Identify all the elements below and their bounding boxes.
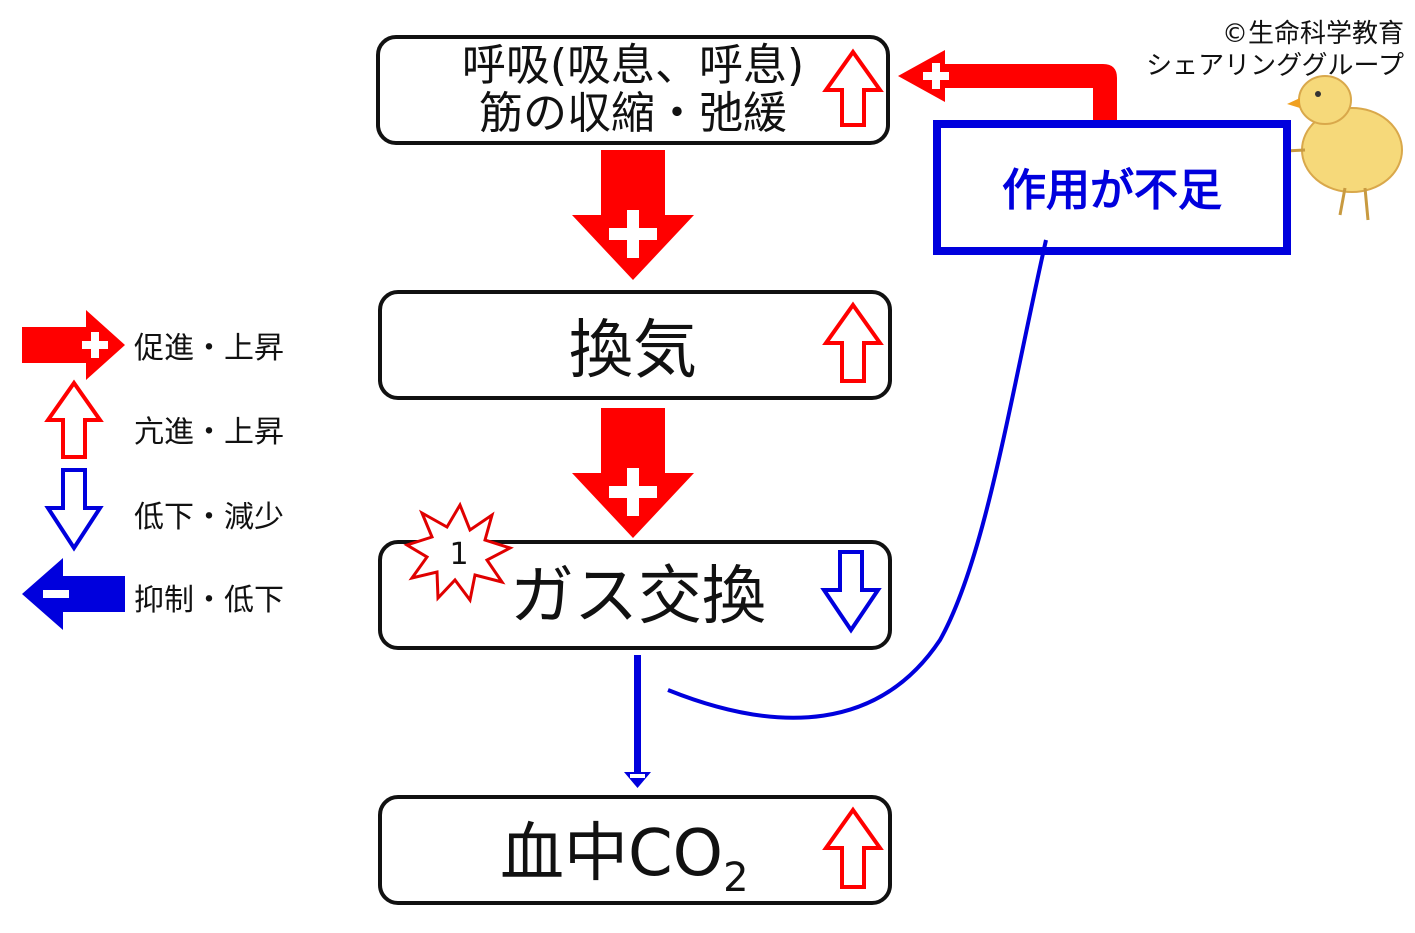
ventilation-label: 換気 xyxy=(569,314,697,388)
inhibition-link-curve xyxy=(667,239,1048,720)
inhibit-arrow-icon xyxy=(22,558,125,630)
blood-co2-subscript: 2 xyxy=(723,855,748,901)
up-hollow-arrow xyxy=(822,48,884,127)
blood-co2-label: 血中CO2 xyxy=(500,817,749,901)
legend-item-up: 亢進・上昇 xyxy=(44,379,284,459)
legend-label-up: 亢進・上昇 xyxy=(134,415,284,450)
down-hollow-arrow xyxy=(820,550,882,634)
inhibit-minus-arrow xyxy=(624,655,651,788)
up-hollow-arrow xyxy=(822,301,884,383)
legend: 促進・上昇 亢進・上昇 低下・減少 抑制・低下 xyxy=(22,310,284,630)
starburst-icon: 1 xyxy=(403,501,514,604)
blood-co2-main: 血中CO xyxy=(500,817,723,891)
legend-label-inhibit: 抑制・低下 xyxy=(134,583,284,618)
respiration-box xyxy=(376,35,890,145)
legend-item-down: 低下・減少 xyxy=(44,468,284,552)
insufficient-action-label: 作用が不足 xyxy=(1002,165,1222,216)
gas-exchange-label: ガス交換 xyxy=(510,560,766,634)
legend-label-promote: 促進・上昇 xyxy=(134,331,284,366)
up-hollow-arrow-icon xyxy=(44,379,104,459)
respiration-label-line2: 筋の収縮・弛緩 xyxy=(479,88,787,139)
legend-item-inhibit: 抑制・低下 xyxy=(22,558,284,630)
respiration-label-line1: 呼吸(吸息、呼息) xyxy=(462,40,804,91)
gas-exchange-box xyxy=(378,540,892,650)
promote-arrow-icon xyxy=(22,310,125,380)
insufficient-action-box xyxy=(933,120,1291,255)
promote-plus-arrow xyxy=(572,150,694,280)
ventilation-box xyxy=(378,290,892,400)
up-hollow-arrow xyxy=(822,806,884,889)
copyright-text: ©生命科学教育 xyxy=(1222,19,1404,49)
down-hollow-arrow-icon xyxy=(44,468,104,552)
group-name-text: シェアリンググループ xyxy=(1146,51,1404,81)
legend-item-promote: 促進・上昇 xyxy=(22,310,284,380)
blood-co2-box xyxy=(378,795,892,905)
promote-plus-arrow xyxy=(572,408,694,538)
promote-plus-arrow xyxy=(898,50,1117,120)
legend-label-down: 低下・減少 xyxy=(134,500,284,535)
starburst-number: 1 xyxy=(449,537,468,572)
